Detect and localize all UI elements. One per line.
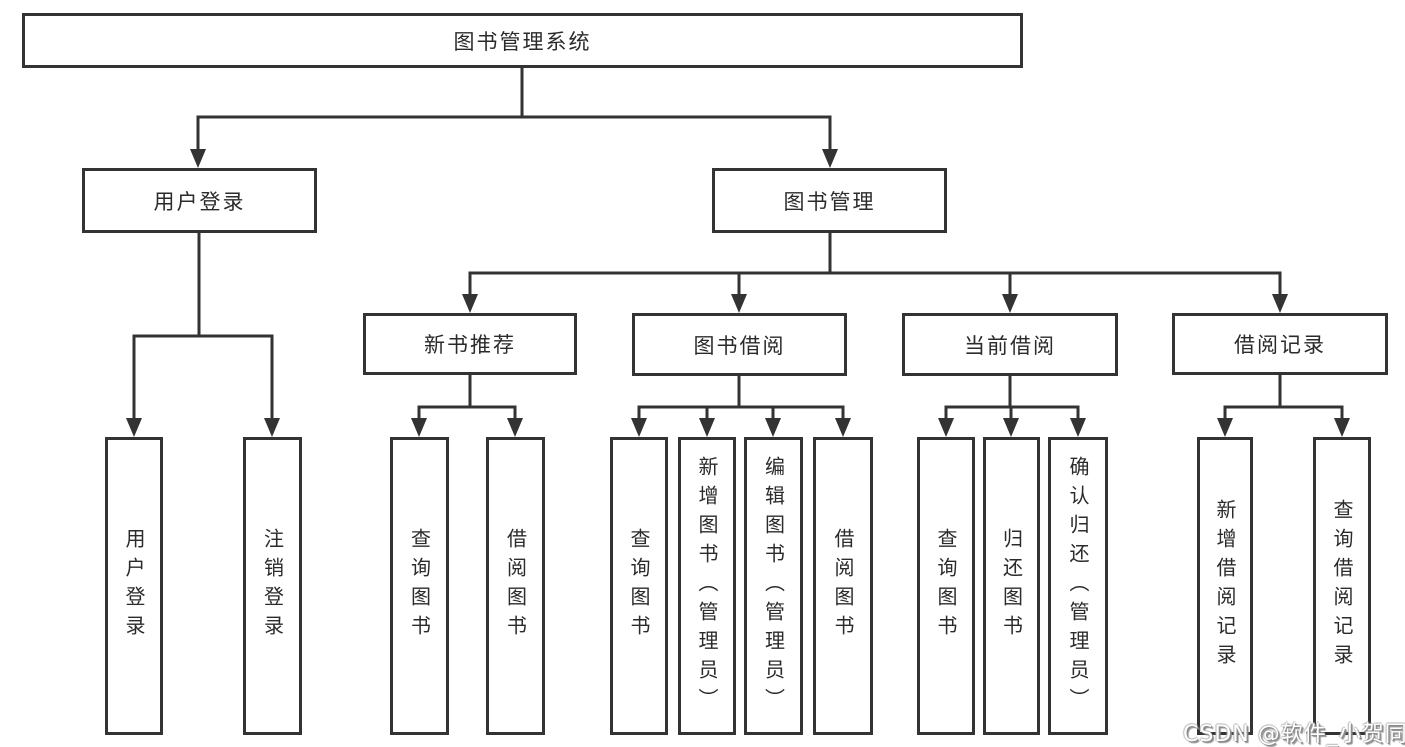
node-borrowing-records: 借阅记录 <box>1172 313 1388 375</box>
arrowhead-icon <box>190 149 206 168</box>
node-label: 确认归还（管理员） <box>1066 455 1090 717</box>
leaf-query-books-recommend: 查询图书 <box>390 437 449 735</box>
node-label: 图书管理 <box>783 189 876 214</box>
arrowhead-icon <box>126 418 142 437</box>
node-new-book-recommendation: 新书推荐 <box>363 313 577 375</box>
arrowhead-icon <box>264 418 280 437</box>
node-label: 注销登录 <box>260 528 285 644</box>
leaf-borrow-books-recommend: 借阅图书 <box>486 437 545 735</box>
node-user-login: 用户登录 <box>82 168 317 233</box>
arrowhead-icon <box>462 294 478 313</box>
leaf-return-books: 归还图书 <box>983 437 1040 735</box>
node-book-management: 图书管理 <box>712 168 947 233</box>
connector-root-to-level2 <box>196 66 832 160</box>
connector-current-borrow-children <box>944 374 1080 428</box>
arrowhead-icon <box>822 149 838 168</box>
node-label: 新增借阅记录 <box>1213 499 1237 673</box>
node-label: 新书推荐 <box>424 333 516 357</box>
connector-new-book-children <box>417 373 517 428</box>
node-label: 查询图书 <box>934 528 958 644</box>
arrowhead-icon <box>731 294 747 313</box>
node-label: 图书管理系统 <box>453 29 592 54</box>
node-label: 查询图书 <box>627 528 651 644</box>
node-book-borrowing: 图书借阅 <box>632 313 847 376</box>
csdn-watermark: CSDN @软件_小贺同学 <box>1183 722 1405 747</box>
arrowhead-icon <box>765 418 781 437</box>
arrowhead-icon <box>1272 294 1288 313</box>
node-label: 新增图书（管理员） <box>695 455 719 717</box>
leaf-query-books-borrow: 查询图书 <box>610 437 668 735</box>
leaf-add-books-admin: 新增图书（管理员） <box>678 437 736 735</box>
arrowhead-icon <box>1002 294 1018 313</box>
arrowhead-icon <box>507 418 523 437</box>
node-label: 图书借阅 <box>693 333 786 358</box>
leaf-logout: 注销登录 <box>243 437 302 735</box>
connector-book-borrow-children <box>637 374 845 428</box>
leaf-edit-books-admin: 编辑图书（管理员） <box>744 437 803 735</box>
connector-user-login-children <box>132 231 274 428</box>
leaf-add-borrow-record: 新增借阅记录 <box>1197 437 1253 735</box>
leaf-query-books-current: 查询图书 <box>917 437 975 735</box>
node-label: 归还图书 <box>999 528 1024 644</box>
node-label: 查询借阅记录 <box>1330 499 1354 673</box>
node-root-library-system: 图书管理系统 <box>22 13 1023 68</box>
arrowhead-icon <box>1070 418 1086 437</box>
node-label: 借阅记录 <box>1234 333 1326 357</box>
node-label: 借阅图书 <box>831 528 855 644</box>
arrowhead-icon <box>1334 418 1350 437</box>
node-label: 借阅图书 <box>503 528 528 644</box>
arrowhead-icon <box>631 418 647 437</box>
node-label: 用户登录 <box>122 528 146 644</box>
node-label: 编辑图书（管理员） <box>761 455 786 717</box>
leaf-user-login: 用户登录 <box>105 437 163 735</box>
node-current-borrowing: 当前借阅 <box>902 313 1118 376</box>
arrowhead-icon <box>699 418 715 437</box>
leaf-query-borrow-record: 查询借阅记录 <box>1313 437 1371 735</box>
arrowhead-icon <box>1003 418 1019 437</box>
node-label: 用户登录 <box>153 189 246 214</box>
leaf-borrow-books: 借阅图书 <box>813 437 873 735</box>
node-label: 当前借阅 <box>964 333 1056 358</box>
arrowhead-icon <box>835 418 851 437</box>
leaf-confirm-return-admin: 确认归还（管理员） <box>1048 437 1108 735</box>
arrowhead-icon <box>1217 418 1233 437</box>
arrowhead-icon <box>938 418 954 437</box>
connector-book-mgmt-children <box>468 231 1282 304</box>
connector-borrow-record-children <box>1223 373 1344 428</box>
node-label: 查询图书 <box>407 528 432 644</box>
arrowhead-icon <box>411 418 427 437</box>
